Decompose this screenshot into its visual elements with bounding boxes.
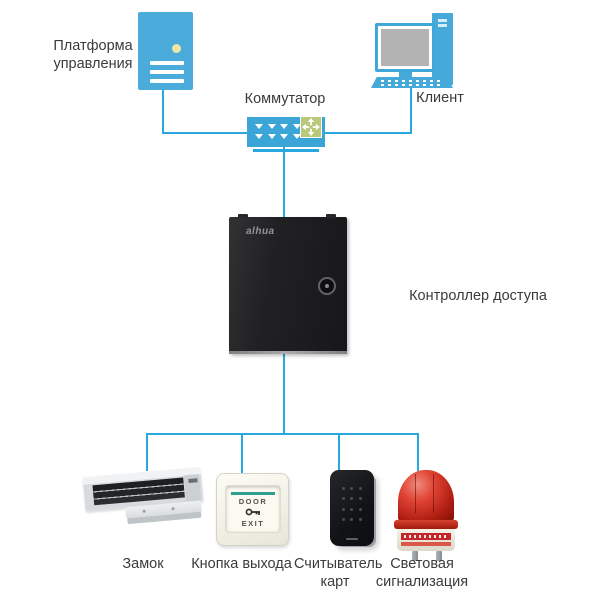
exit-button-panel: DOOR EXIT <box>225 485 281 533</box>
connector-drop-lock <box>146 433 148 471</box>
magnetic-lock-icon <box>82 466 208 530</box>
armature-hole <box>142 509 146 513</box>
access-controller-icon: alhua <box>229 214 347 354</box>
dahua-logo: alhua <box>246 226 275 237</box>
monitor-screen <box>381 29 429 66</box>
connector-drop-exit-button <box>241 433 243 475</box>
beacon-label-strip <box>401 533 451 540</box>
exit-button-label: Кнопка выхода <box>191 556 292 572</box>
key-icon <box>245 508 260 515</box>
exit-button-green-line <box>231 492 275 495</box>
beacon-dome <box>398 470 454 522</box>
beacon-label: Световая сигнализация <box>375 556 469 590</box>
monitor-icon <box>375 23 435 72</box>
switch-crossconnect-icon <box>300 116 322 138</box>
connector-drop-card-reader <box>338 433 340 473</box>
card-reader-label: Считыватель карт <box>294 556 383 590</box>
controller-label: Контроллер доступа <box>409 288 547 304</box>
connector-line-switch-controller <box>283 147 285 218</box>
server-slot-icon <box>150 70 184 74</box>
beacon-base <box>397 529 455 551</box>
controller-hinge <box>326 214 336 218</box>
server-slot-icon <box>150 61 184 65</box>
controller-keyhole-icon <box>318 277 336 295</box>
server-led-icon <box>172 44 181 53</box>
connector-bus-line <box>146 433 419 435</box>
server-icon <box>138 12 193 90</box>
lock-label: Замок <box>122 556 164 572</box>
maglock-magnet-face <box>92 477 185 506</box>
network-switch-icon <box>247 116 325 147</box>
beacon-facet-line <box>432 474 435 513</box>
beacon-leg <box>412 551 418 561</box>
connector-line-switch-client <box>324 132 412 134</box>
card-reader-brand-mark <box>346 537 358 540</box>
beacon-label-strip-2 <box>401 542 451 546</box>
connector-drop-beacon <box>417 433 419 471</box>
maglock-end-cap <box>183 474 202 502</box>
keyboard-icon <box>371 77 453 88</box>
keyboard-keys-row <box>380 79 444 82</box>
armature-hole <box>171 507 175 511</box>
connector-line-controller-bus <box>283 354 285 434</box>
keyboard-keys-row <box>380 83 444 86</box>
controller-base-strip <box>229 350 347 354</box>
card-reader-icon <box>330 470 374 546</box>
beacon-leg <box>436 551 442 561</box>
beacon-rim <box>394 520 458 529</box>
client-computer-icon <box>371 12 455 88</box>
beacon-facet-line <box>414 474 417 513</box>
switch-stand-line <box>253 149 319 152</box>
exit-button-text-door: DOOR <box>238 496 268 506</box>
platform-label: Платформа управления <box>53 38 133 72</box>
client-label: Клиент <box>416 90 464 106</box>
server-slot-icon <box>150 79 184 83</box>
pc-tower-slot <box>438 24 447 27</box>
controller-hinge <box>238 214 248 218</box>
pc-tower-slot <box>438 19 447 22</box>
switch-label: Коммутатор <box>244 91 326 107</box>
pc-tower-icon <box>432 13 453 85</box>
exit-button-text-exit: EXIT <box>241 518 265 528</box>
exit-button-icon: DOOR EXIT <box>216 473 289 546</box>
monitor-stand <box>399 72 412 78</box>
card-reader-keypad <box>339 483 365 525</box>
connector-line-platform-down <box>162 90 164 134</box>
connector-line-client-down <box>410 86 412 134</box>
alarm-beacon-icon <box>392 466 460 561</box>
switch-ports <box>253 121 303 141</box>
connector-line-platform-switch <box>162 132 248 134</box>
